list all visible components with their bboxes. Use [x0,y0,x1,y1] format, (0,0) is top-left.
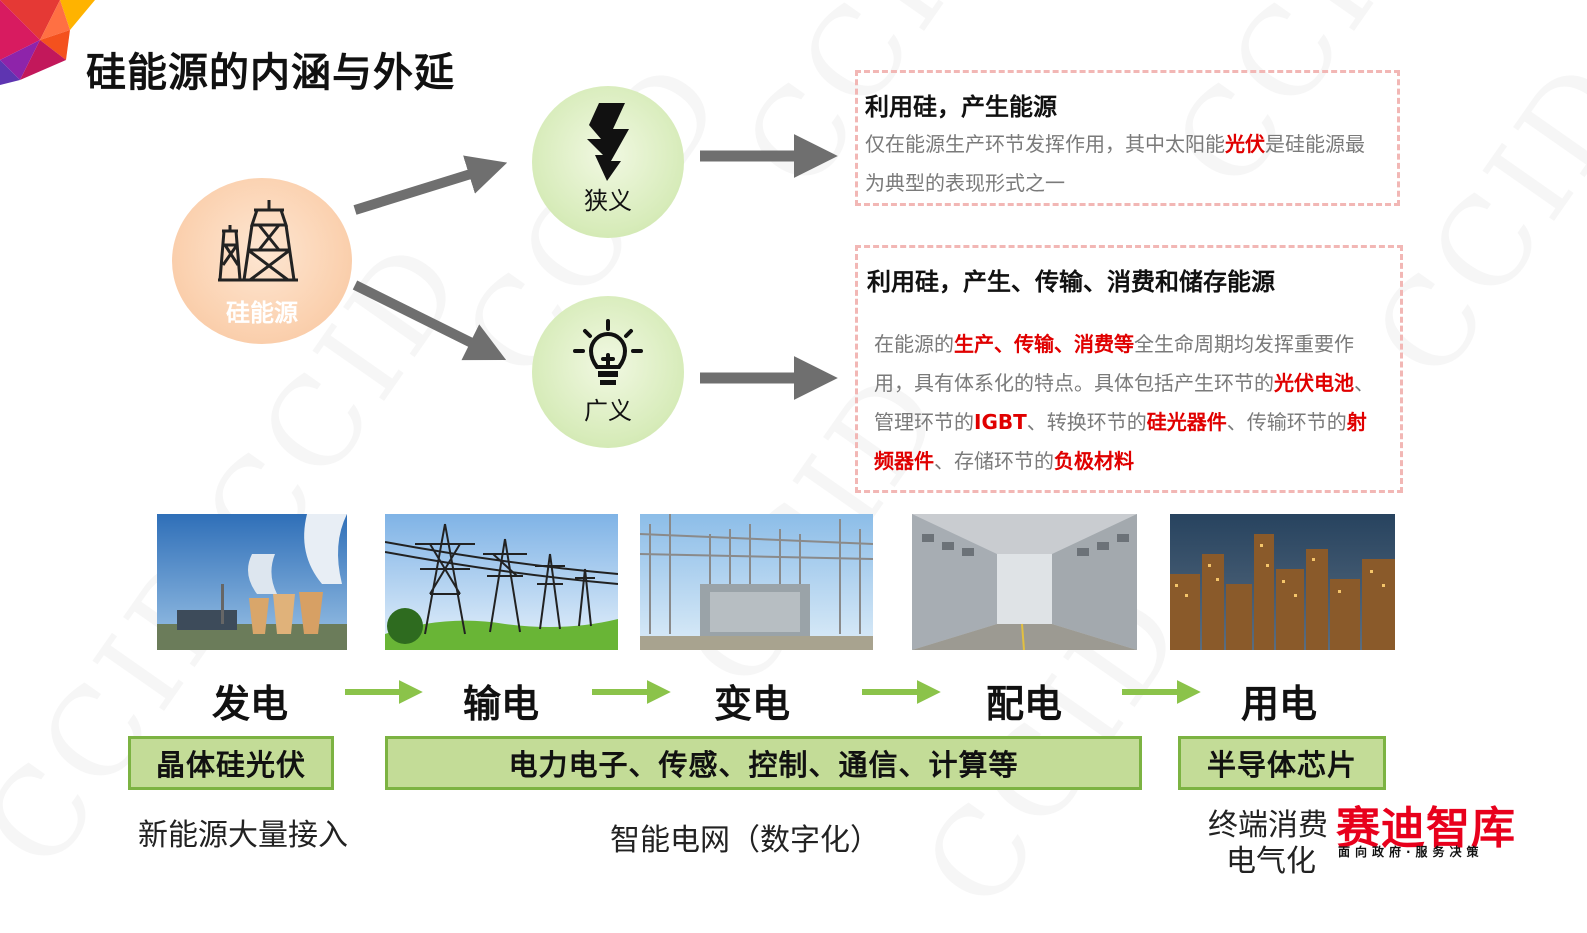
highlight-text: 光伏电池 [1274,371,1354,395]
arrow-to-narrow [353,155,508,215]
stage-transmission: 输电 [462,682,539,726]
broad-definition-box: 利用硅，产生、传输、消费和储存能源 在能源的生产、传输、消费等全生命周期均发挥重… [855,245,1403,493]
substation-photo [640,514,873,650]
stage-consumption: 用电 [1240,682,1317,726]
highlight-text: 生产、传输、消费等 [954,332,1134,356]
broad-circle: 广义 [532,296,684,448]
city-night-photo [1170,514,1395,650]
silicon-energy-circle: 硅能源 [172,178,352,344]
page-title: 硅能源的内涵与外延 [86,50,455,96]
highlight-text: 负极材料 [1054,449,1134,473]
broad-heading: 利用硅，产生、传输、消费和储存能源 [867,268,1275,296]
transmission-tower-photo [385,514,618,650]
narrow-heading: 利用硅，产生能源 [865,93,1057,121]
broad-label: 广义 [584,397,632,425]
ccid-logo: 赛迪智库 [1336,803,1516,854]
corner-decoration [0,0,95,85]
broad-description: 在能源的生产、传输、消费等全生命周期均发挥重要作用，具有体系化的特点。具体包括产… [874,325,1386,481]
caption-new-energy: 新能源大量接入 [138,818,348,853]
body-text: 、管理环节的 [874,371,1374,434]
highlight-text: 光伏 [1225,132,1265,156]
pv-bar: 晶体硅光伏 [128,736,334,790]
highlight-text: 射频器件 [874,410,1367,473]
power-tower-icon [218,200,298,282]
body-text: 在能源的 [874,332,954,356]
grid-tech-bar: 电力电子、传感、控制、通信、计算等 [385,736,1142,790]
highlight-text: IGBT [974,410,1027,434]
body-text: 、转换环节的 [1026,410,1147,434]
body-text: 、传输环节的 [1226,410,1347,434]
body-text: 仅在能源生产环节发挥作用，其中太阳能 [865,132,1225,156]
body-text: 全生命周期均发挥重要作用，具有体系化的特点。具体包括产生环节的 [874,332,1354,395]
narrow-description: 仅在能源生产环节发挥作用，其中太阳能光伏是硅能源最为典型的表现形式之一 [865,125,1380,203]
narrow-definition-box: 利用硅，产生能源 仅在能源生产环节发挥作用，其中太阳能光伏是硅能源最为典型的表现… [855,70,1400,206]
ccid-tagline: 面向政府·服务决策 [1338,845,1484,859]
lightbulb-icon [573,319,643,385]
caption-terminal-consumption: 终端消费 [1208,808,1328,843]
arrows-layer [345,134,1201,704]
stage-distribution: 配电 [985,682,1062,726]
caption-electrification: 电气化 [1226,844,1316,879]
chip-bar: 半导体芯片 [1178,736,1386,790]
arrow-to-broad [352,280,507,361]
lightning-icon [587,103,629,181]
switchgear-room-photo [912,514,1137,650]
stage-generation: 发电 [211,682,288,726]
narrow-label: 狭义 [584,187,632,215]
caption-smart-grid: 智能电网（数字化） [610,823,880,858]
highlight-text: 硅光器件 [1146,410,1227,434]
body-text: 是硅能源最为典型的表现形式之一 [865,132,1365,195]
stage-transformation: 变电 [713,682,790,726]
narrow-circle: 狭义 [532,86,684,238]
body-text: 、存储环节的 [934,449,1054,473]
power-plant-photo [157,514,347,650]
silicon-energy-label: 硅能源 [226,299,298,327]
